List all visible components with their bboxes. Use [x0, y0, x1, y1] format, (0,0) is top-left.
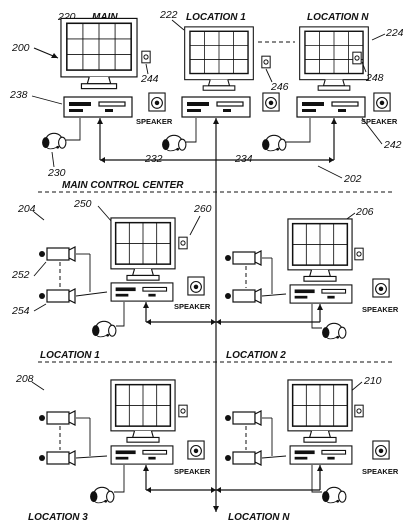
locationN-label: LOCATION N [307, 12, 369, 23]
location2-divider-label: LOCATION 2 [226, 350, 286, 361]
ref-222: 222 [159, 9, 178, 21]
bot-right-headset-icon [321, 486, 347, 504]
mid-right-headset-icon [321, 322, 347, 340]
ref-248: 248 [365, 72, 384, 84]
main-camera-icon [141, 50, 151, 64]
control-center-label: MAIN CONTROL CENTER [62, 180, 184, 191]
loc1-headset-icon [161, 134, 187, 152]
mid-right-camera-icon [354, 247, 364, 261]
main-monitor-icon [60, 17, 138, 90]
ref-210: 210 [363, 375, 382, 387]
mid-right-video-camera-2-icon [232, 288, 262, 304]
ref-202: 202 [343, 173, 362, 185]
bot-right-video-camera-2-icon [232, 450, 262, 466]
bot-left-computer-icon [110, 445, 174, 465]
ref-238: 238 [9, 89, 28, 101]
bot-left-speaker-icon [187, 440, 205, 460]
location3-label: LOCATION 3 [28, 512, 88, 523]
locN-speaker-icon [373, 92, 391, 112]
locN-camera-icon [352, 51, 362, 65]
ref-254: 254 [11, 305, 30, 317]
mid-right-computer-icon [289, 284, 353, 304]
bot-left-monitor-icon [110, 379, 176, 443]
locationN-bottom-label: LOCATION N [228, 512, 290, 523]
bot-right-camera-icon [354, 404, 364, 418]
ref-246: 246 [270, 81, 289, 93]
bot-left-camera-icon [178, 404, 188, 418]
ref-242: 242 [383, 139, 402, 151]
ref-234: 234 [234, 153, 253, 165]
bot-right-speaker-label: SPEAKER [362, 467, 399, 476]
bot-right-video-camera-icon [232, 410, 262, 426]
main-speaker-icon [148, 92, 166, 112]
bot-left-video-camera-2-icon [46, 450, 76, 466]
mid-left-video-camera-icon [46, 246, 76, 262]
bot-right-computer-icon [289, 445, 353, 465]
mid-right-monitor-icon [287, 218, 353, 282]
loc1-monitor-icon [183, 26, 255, 92]
loc1-speaker-icon [262, 92, 280, 112]
mid-right-speaker-label: SPEAKER [362, 305, 399, 314]
ref-206: 206 [355, 206, 374, 218]
mid-right-speaker-icon [372, 278, 390, 298]
ref-224: 224 [385, 27, 404, 39]
mid-left-camera-icon [178, 236, 188, 250]
mid-right-video-camera-icon [232, 250, 262, 266]
locN-headset-icon [261, 134, 287, 152]
ref-200: 200 [11, 42, 30, 54]
ref-250: 250 [73, 198, 92, 210]
mid-left-speaker-label: SPEAKER [174, 302, 211, 311]
location1-label: LOCATION 1 [186, 12, 246, 23]
ref-232: 232 [144, 153, 163, 165]
ref-252: 252 [11, 269, 30, 281]
main-computer-icon [63, 96, 133, 118]
bot-left-headset-icon [89, 486, 115, 504]
location1-divider-label: LOCATION 1 [40, 350, 100, 361]
main-speaker-label: SPEAKER [136, 117, 173, 126]
ref-260: 260 [193, 203, 212, 215]
bot-right-monitor-icon [287, 379, 353, 443]
main-label: MAIN [92, 12, 118, 23]
locN-speaker-label: SPEAKER [361, 117, 398, 126]
loc1-computer-icon [181, 96, 251, 118]
ref-230: 230 [47, 167, 66, 179]
ref-208: 208 [15, 373, 34, 385]
main-headset-icon [41, 132, 67, 150]
bot-right-speaker-icon [372, 440, 390, 460]
loc1-camera-icon [261, 55, 271, 69]
mid-left-speaker-icon [187, 276, 205, 296]
mid-left-headset-icon [91, 320, 117, 338]
mid-left-video-camera-2-icon [46, 288, 76, 304]
ref-204: 204 [17, 203, 36, 215]
ref-244: 244 [140, 73, 159, 85]
mid-left-computer-icon [110, 282, 174, 302]
locN-computer-icon [296, 96, 366, 118]
bot-left-speaker-label: SPEAKER [174, 467, 211, 476]
bot-left-video-camera-icon [46, 410, 76, 426]
mid-left-monitor-icon [110, 217, 176, 281]
